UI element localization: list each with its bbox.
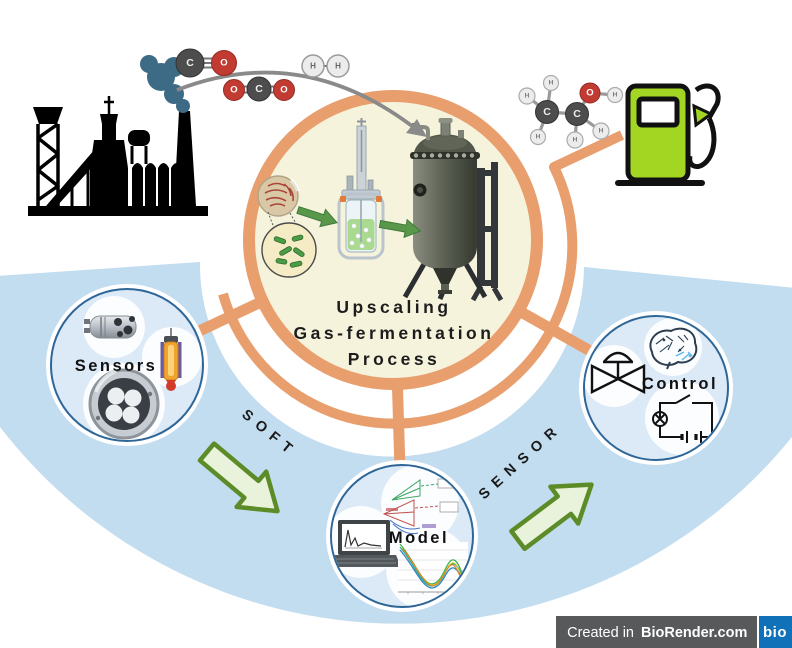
biorender-logo: bio — [763, 624, 787, 641]
biorender-badge: Created in BioRender.com bio — [556, 616, 792, 648]
network-model-icon — [382, 478, 459, 535]
ethanol-molecule: C C O H H H H H H — [518, 74, 624, 149]
center-title: Upscaling Gas-fermentation Process — [294, 297, 495, 369]
title-line-3: Process — [348, 349, 441, 369]
electric-circuit-icon — [652, 394, 713, 443]
gas-flow-arrow — [176, 70, 427, 137]
fuel-pump-icon — [615, 83, 721, 186]
oxygen-label: O — [280, 85, 287, 96]
oxygen-label: O — [220, 58, 227, 69]
carbon-label: C — [573, 108, 581, 120]
control-node-label: Control — [642, 375, 718, 393]
factory-icon — [28, 96, 208, 216]
industrial-fermenter-icon — [402, 118, 504, 302]
badge-brand: BioRender.com — [641, 625, 747, 641]
multiport-sensor-icon — [88, 368, 160, 440]
oxygen-label: O — [586, 88, 593, 99]
hydrogen-label: H — [335, 62, 341, 71]
hydrogen-label: H — [613, 92, 618, 99]
do-sensor-icon — [84, 315, 137, 339]
hydrogen-label: H — [599, 128, 604, 135]
co2-molecule: O C O — [223, 76, 295, 102]
title-line-1: Upscaling — [336, 297, 451, 317]
outer-arc — [218, 130, 625, 429]
h2-molecule: H H — [301, 54, 350, 78]
sensor-arrow-icon — [509, 482, 594, 552]
hydrogen-label: H — [310, 62, 316, 71]
hydrogen-label: H — [536, 134, 541, 141]
carbon-label: C — [543, 106, 551, 118]
hydrogen-label: H — [549, 80, 554, 87]
petri-dish-icon — [257, 175, 300, 217]
carbon-label: C — [255, 83, 263, 95]
hydrogen-label: H — [525, 93, 530, 100]
control-valve-icon — [590, 351, 646, 394]
badge-prefix: Created in — [567, 625, 634, 641]
brain-circuit-icon — [649, 327, 698, 370]
hydrogen-label: H — [573, 137, 578, 144]
carbon-label: C — [186, 57, 194, 69]
microbes-magnifier-icon — [261, 211, 317, 278]
soft-arrow-icon — [197, 441, 280, 514]
title-line-2: Gas-fermentation — [294, 323, 495, 343]
laptop-icon — [332, 520, 401, 567]
process-arrow-icons — [296, 206, 422, 239]
biorender-logo-box — [759, 616, 792, 648]
lab-bioreactor-icon — [337, 118, 385, 260]
co-molecule: C O — [175, 48, 237, 78]
model-node-label: Model — [389, 529, 449, 547]
sensors-node-label: Sensors — [75, 357, 158, 375]
ph-probe-icon — [160, 328, 182, 391]
oxygen-label: O — [230, 85, 237, 96]
